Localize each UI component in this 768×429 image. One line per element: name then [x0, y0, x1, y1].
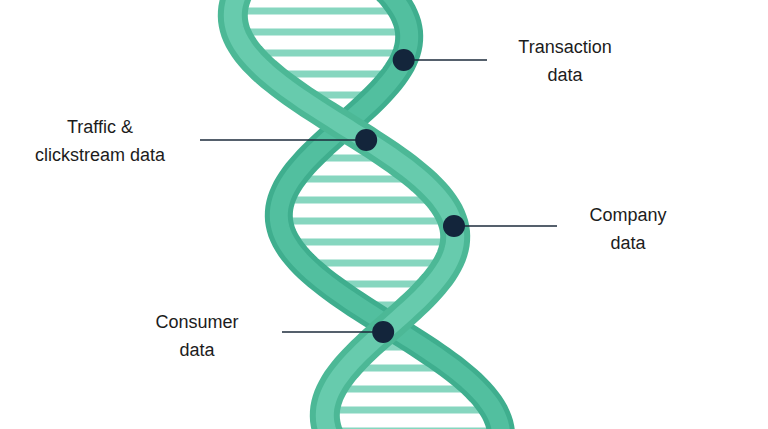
- callout-dots: [355, 49, 465, 343]
- callout-dot: [443, 215, 465, 237]
- helix-strands: [233, 0, 501, 429]
- callout-label: Traffic & clickstream data: [20, 113, 180, 169]
- helix-rung: [281, 197, 441, 204]
- callout-label: Company data: [582, 201, 674, 257]
- callout-label: Transaction data: [509, 33, 621, 89]
- helix-rung: [248, 50, 407, 57]
- leader-line: [454, 225, 557, 227]
- callout-label: Consumer data: [149, 308, 245, 364]
- leader-line: [200, 139, 366, 141]
- callout-dot: [355, 129, 377, 151]
- helix-back-strand: [279, 0, 501, 429]
- leader-line: [404, 59, 487, 61]
- helix-back-strand-shade: [279, 0, 501, 429]
- helix-rung: [286, 239, 455, 246]
- callout-dot: [372, 321, 394, 343]
- helix-rung: [233, 8, 402, 15]
- callout-dot: [393, 49, 415, 71]
- leader-lines: [200, 60, 557, 332]
- leader-line: [282, 331, 383, 333]
- helix-rung: [325, 407, 494, 414]
- helix-rung: [236, 29, 409, 36]
- helix-front-strand: [233, 0, 455, 429]
- helix-front-strand-shade: [233, 0, 455, 429]
- helix-rung: [279, 218, 452, 225]
